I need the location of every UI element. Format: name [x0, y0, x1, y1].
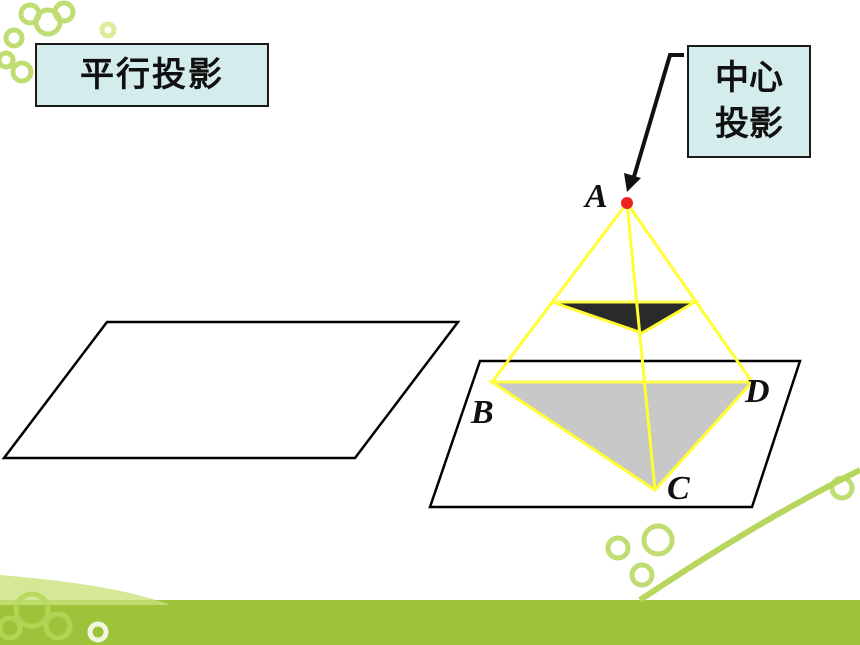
- point-label-b: B: [470, 394, 494, 431]
- point-label-d: D: [744, 373, 770, 410]
- parallel-projection-label: 平行投影: [35, 43, 269, 107]
- central-projection-label: 中心 投影: [687, 45, 811, 158]
- object-triangle: [551, 300, 701, 335]
- point-label-c: C: [667, 470, 690, 507]
- parallel-projection-plane: [1, 320, 461, 460]
- light-source-point: [621, 197, 633, 209]
- central-projection-label-line2: 投影: [715, 104, 783, 144]
- flower-decoration-bottom: [0, 475, 855, 643]
- flower-decoration-top-left: [0, 0, 117, 84]
- pointer-arrow: [624, 53, 684, 192]
- projection-rays: [490, 202, 754, 491]
- point-label-a: A: [583, 178, 608, 215]
- central-projection-label-line1: 中心: [715, 58, 783, 98]
